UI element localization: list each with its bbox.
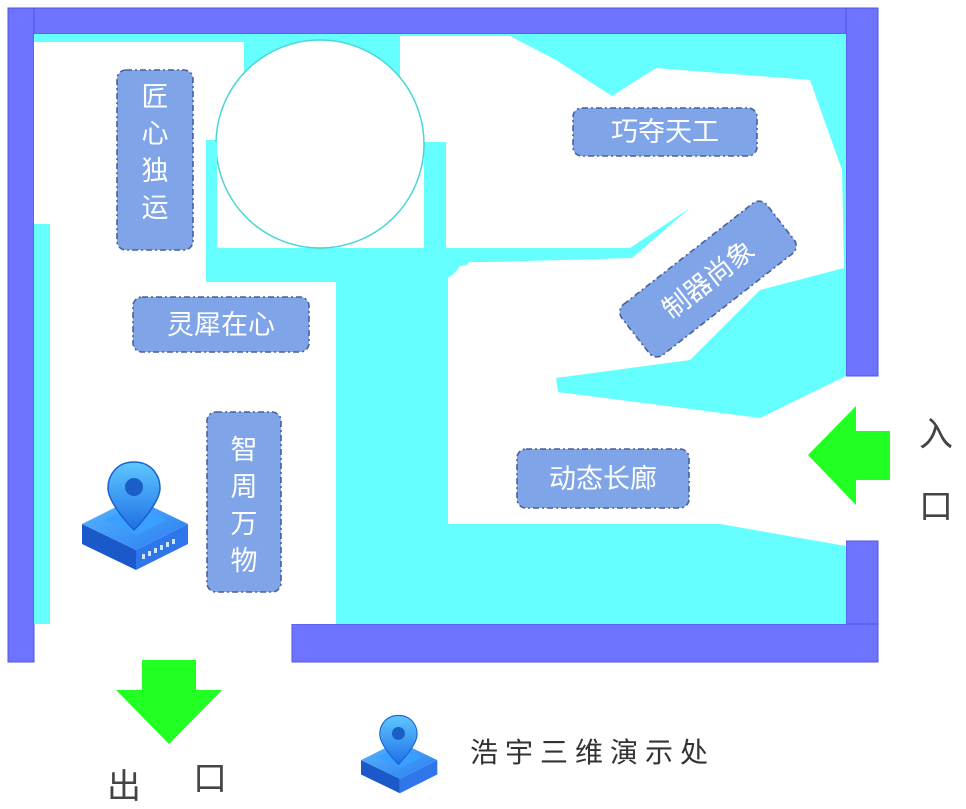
corridor-top: [400, 36, 846, 546]
exit-label-right: 口: [193, 759, 227, 799]
pin-marker-hole: [125, 478, 143, 496]
zone-jiang-xin-char-1: 匠: [142, 82, 169, 113]
arrow-down-icon: [116, 660, 222, 744]
arrow-left-icon: [808, 406, 890, 505]
zone-zhi-zhou[interactable]: 智 周 万 物: [206, 411, 282, 593]
circular-room-base: [216, 144, 424, 248]
zone-zhi-zhou-char-2: 周: [231, 472, 258, 503]
zone-jiang-xin-box: [116, 69, 194, 251]
pin-windows: [142, 539, 175, 559]
pin-base-left: [82, 524, 136, 570]
wall-left: [7, 7, 35, 663]
entrance-marker: 入 口: [808, 406, 953, 527]
zone-ling-xi-box: [132, 296, 310, 353]
zone-zhi-zhou-char-3: 万: [231, 509, 258, 540]
zone-zhi-zhou-char-1: 智: [231, 435, 258, 466]
zone-dong-tai[interactable]: 动态长廊: [516, 448, 690, 509]
map-pin-platform-icon[interactable]: [82, 461, 188, 570]
zone-ling-xi[interactable]: 灵犀在心: [132, 296, 310, 353]
entrance-label-bottom: 口: [919, 487, 953, 527]
zone-jiang-xin-char-4: 运: [142, 193, 169, 224]
wall-top: [7, 7, 879, 35]
exit-label-left: 出: [107, 767, 141, 807]
wall-bottom: [291, 623, 879, 663]
wall-right-upper: [845, 7, 879, 377]
zone-qiao-duo[interactable]: 巧夺天工: [572, 107, 758, 157]
outer-walls: [7, 7, 879, 663]
legend-pin-platform-icon: [361, 714, 438, 794]
zone-qiao-duo-box: [572, 107, 758, 157]
entrance-label-top: 入: [919, 415, 953, 455]
exit-marker: 出 口: [107, 660, 227, 807]
zone-zhi-qi-box: [619, 200, 797, 358]
zone-jiang-xin-char-3: 独: [142, 156, 169, 187]
zone-zhi-zhou-box: [206, 411, 282, 593]
circular-room-arc: [215, 143, 425, 249]
zone-dong-tai-box: [516, 448, 690, 509]
legend: 浩宇三维演示处: [361, 714, 715, 794]
zone-ling-xi-label: 灵犀在心: [167, 310, 275, 341]
dong-tai-nook: [448, 262, 520, 300]
zone-jiang-xin[interactable]: 匠 心 独 运: [116, 69, 194, 251]
zone-zhi-zhou-char-4: 物: [231, 546, 258, 577]
legend-label: 浩宇三维演示处: [470, 736, 715, 769]
zone-dong-tai-label: 动态长廊: [549, 464, 657, 495]
zone-qiao-duo-label: 巧夺天工: [611, 117, 719, 148]
zone-jiang-xin-char-2: 心: [142, 119, 169, 150]
